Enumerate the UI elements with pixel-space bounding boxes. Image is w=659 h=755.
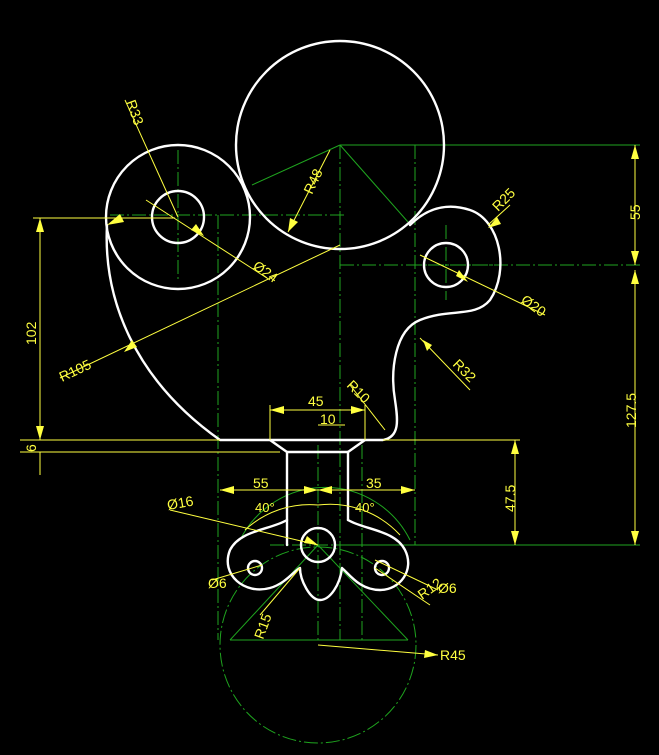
dim-r25: R25 [489, 184, 519, 214]
dim-127-5: 127.5 [623, 393, 639, 428]
dim-angle-40-left: 40° [255, 500, 275, 515]
main-outline [105, 205, 502, 547]
centerlines [110, 144, 640, 744]
dim-r48: R48 [300, 166, 325, 196]
left-boss-hole [150, 189, 206, 245]
bottom-bracket [226, 518, 410, 602]
dim-r33: R33 [123, 98, 147, 128]
dim-r105: R105 [57, 356, 94, 385]
dim-35: 35 [366, 475, 382, 491]
dim-angle-40-right: 40° [355, 500, 375, 515]
dimension-lines [20, 99, 636, 656]
dim-d20: Ø20 [518, 291, 549, 319]
dim-r32: R32 [450, 356, 480, 386]
dim-r15: R15 [251, 611, 275, 641]
dim-45: 45 [308, 393, 324, 409]
dim-47-5: 47.5 [502, 485, 518, 512]
dim-d6-right: Ø6 [438, 580, 457, 596]
dim-10: 10 [320, 411, 336, 427]
arrowheads [36, 145, 639, 658]
dim-55-horizontal: 55 [253, 475, 269, 491]
bottom-center-hole [299, 526, 337, 564]
dim-55-vertical: 55 [627, 204, 643, 220]
dim-r45: R45 [440, 647, 466, 663]
dim-102: 102 [23, 321, 39, 345]
left-boss-outer-circle [104, 143, 252, 291]
dim-r10: R10 [344, 377, 374, 407]
dim-d6-left: Ø6 [208, 575, 227, 591]
dim-6: 6 [23, 444, 39, 452]
bottom-left-hole [246, 559, 264, 577]
dim-d24: Ø24 [250, 257, 281, 285]
part-geometry [104, 39, 502, 602]
right-boss-hole [422, 241, 470, 289]
top-large-circle [234, 39, 446, 251]
dim-d16: Ø16 [166, 493, 195, 513]
